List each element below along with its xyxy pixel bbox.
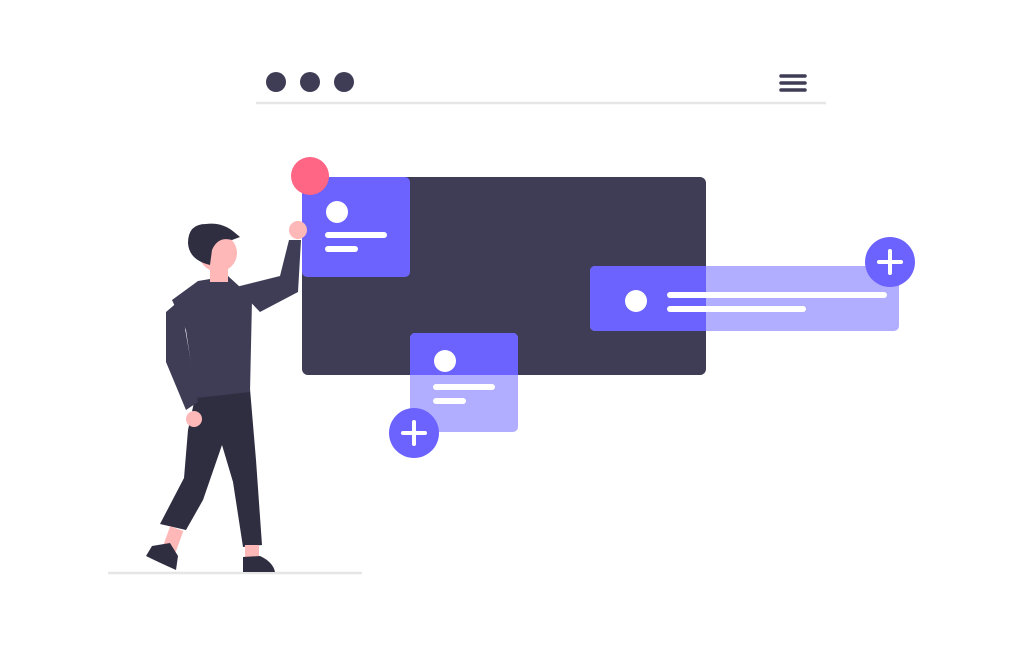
hand <box>186 411 202 427</box>
person <box>146 221 307 572</box>
plus-icon[interactable] <box>389 408 439 458</box>
hand <box>289 221 307 239</box>
avatar-placeholder-icon <box>625 290 647 312</box>
hamburger-menu-icon[interactable] <box>779 74 807 92</box>
card-top-left[interactable] <box>302 177 410 277</box>
card-right[interactable] <box>590 266 899 331</box>
avatar-placeholder-icon <box>434 350 456 372</box>
notification-dot <box>291 157 329 195</box>
window-dot-icon <box>300 72 320 92</box>
plus-icon[interactable] <box>865 237 915 287</box>
window-dot-icon <box>334 72 354 92</box>
browser-window-controls <box>266 72 354 92</box>
card-bottom[interactable] <box>410 333 518 432</box>
window-dot-icon <box>266 72 286 92</box>
avatar-placeholder-icon <box>326 201 348 223</box>
